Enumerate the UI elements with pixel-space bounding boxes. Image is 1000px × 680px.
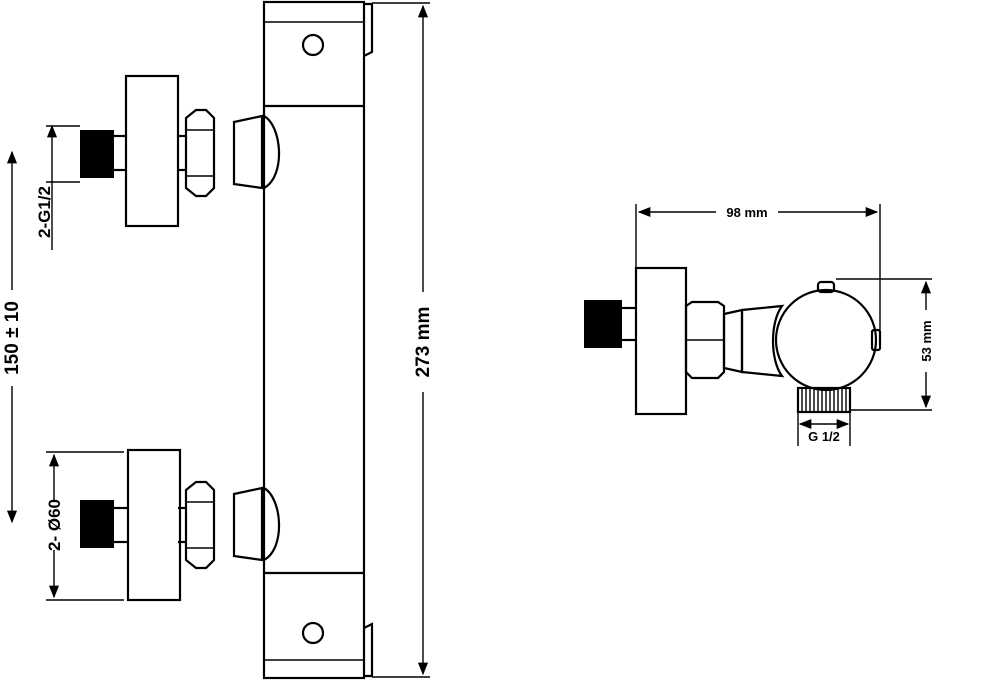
side-dimensions (635, 204, 932, 446)
front-view (80, 0, 374, 680)
inlet-spacing-label: 150 ± 10 (2, 301, 23, 375)
side-inlet-thread (584, 300, 622, 348)
upper-flange (124, 74, 180, 228)
body-bar (262, 0, 366, 680)
flange-diameter-label: 2- Ø60 (45, 499, 64, 551)
side-view (584, 266, 882, 416)
lower-thread (80, 500, 114, 548)
depth-label: 98 mm (726, 205, 767, 220)
top-clip (363, 2, 374, 57)
side-outlet-thread (796, 386, 852, 414)
lower-flange (126, 448, 182, 602)
body-diameter-label: 53 mm (919, 320, 934, 361)
bottom-mounting-hole (301, 621, 325, 645)
body-height-label: 273 mm (413, 307, 434, 378)
upper-inlet-assembly (80, 74, 281, 228)
thread-inlets-label: 2-G1/2 (35, 186, 54, 238)
side-flange (634, 266, 688, 416)
lower-inlet-assembly (80, 448, 281, 602)
side-round-body (774, 288, 878, 392)
bottom-clip (363, 622, 374, 678)
front-dimensions (6, 2, 430, 678)
outlet-thread-label: G 1/2 (808, 429, 840, 444)
top-mounting-hole (301, 33, 325, 57)
upper-thread (80, 130, 114, 178)
